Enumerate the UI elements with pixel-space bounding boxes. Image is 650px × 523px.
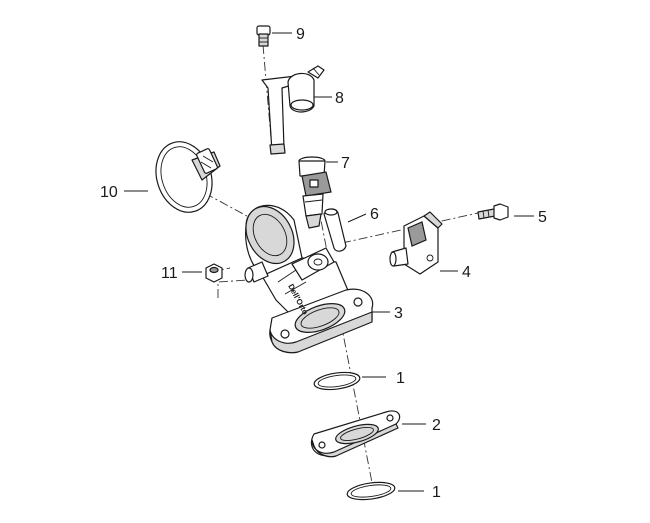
part-2-gasket xyxy=(310,410,401,458)
callout-8: 8 xyxy=(335,90,344,107)
callout-11: 11 xyxy=(161,265,178,282)
part-1-o-ring-lower xyxy=(346,481,396,501)
leader-lines xyxy=(124,32,534,492)
callout-7: 7 xyxy=(341,155,350,172)
callout-10: 10 xyxy=(100,184,118,201)
axis-clamp xyxy=(174,176,259,223)
part-8-fuel-rail xyxy=(261,65,325,155)
callout-2: 2 xyxy=(432,417,441,434)
callout-5: 5 xyxy=(538,209,547,226)
callout-1-lower: 1 xyxy=(432,484,441,501)
part-5-bolt xyxy=(477,203,509,221)
part-3-throttle-body: Dell'Orto xyxy=(244,204,374,354)
axis-throttle-bore xyxy=(317,204,376,499)
leader-6 xyxy=(347,213,367,223)
callout-6: 6 xyxy=(370,206,379,223)
part-10-hose-clamp xyxy=(155,141,221,213)
part-1-o-ring-upper xyxy=(313,371,361,391)
callout-9: 9 xyxy=(296,26,305,43)
part-7-injector xyxy=(298,156,332,229)
part-6-tube xyxy=(323,208,347,252)
part-4-sensor xyxy=(389,211,443,275)
part-11-nut xyxy=(205,263,223,283)
callout-1-upper: 1 xyxy=(396,370,405,387)
callout-3: 3 xyxy=(394,305,403,322)
axis-nut xyxy=(217,269,287,298)
part-9-screw xyxy=(256,25,271,47)
callout-4: 4 xyxy=(462,264,471,281)
callout-labels: 9 8 7 6 5 4 3 10 11 1 2 1 xyxy=(100,26,547,501)
